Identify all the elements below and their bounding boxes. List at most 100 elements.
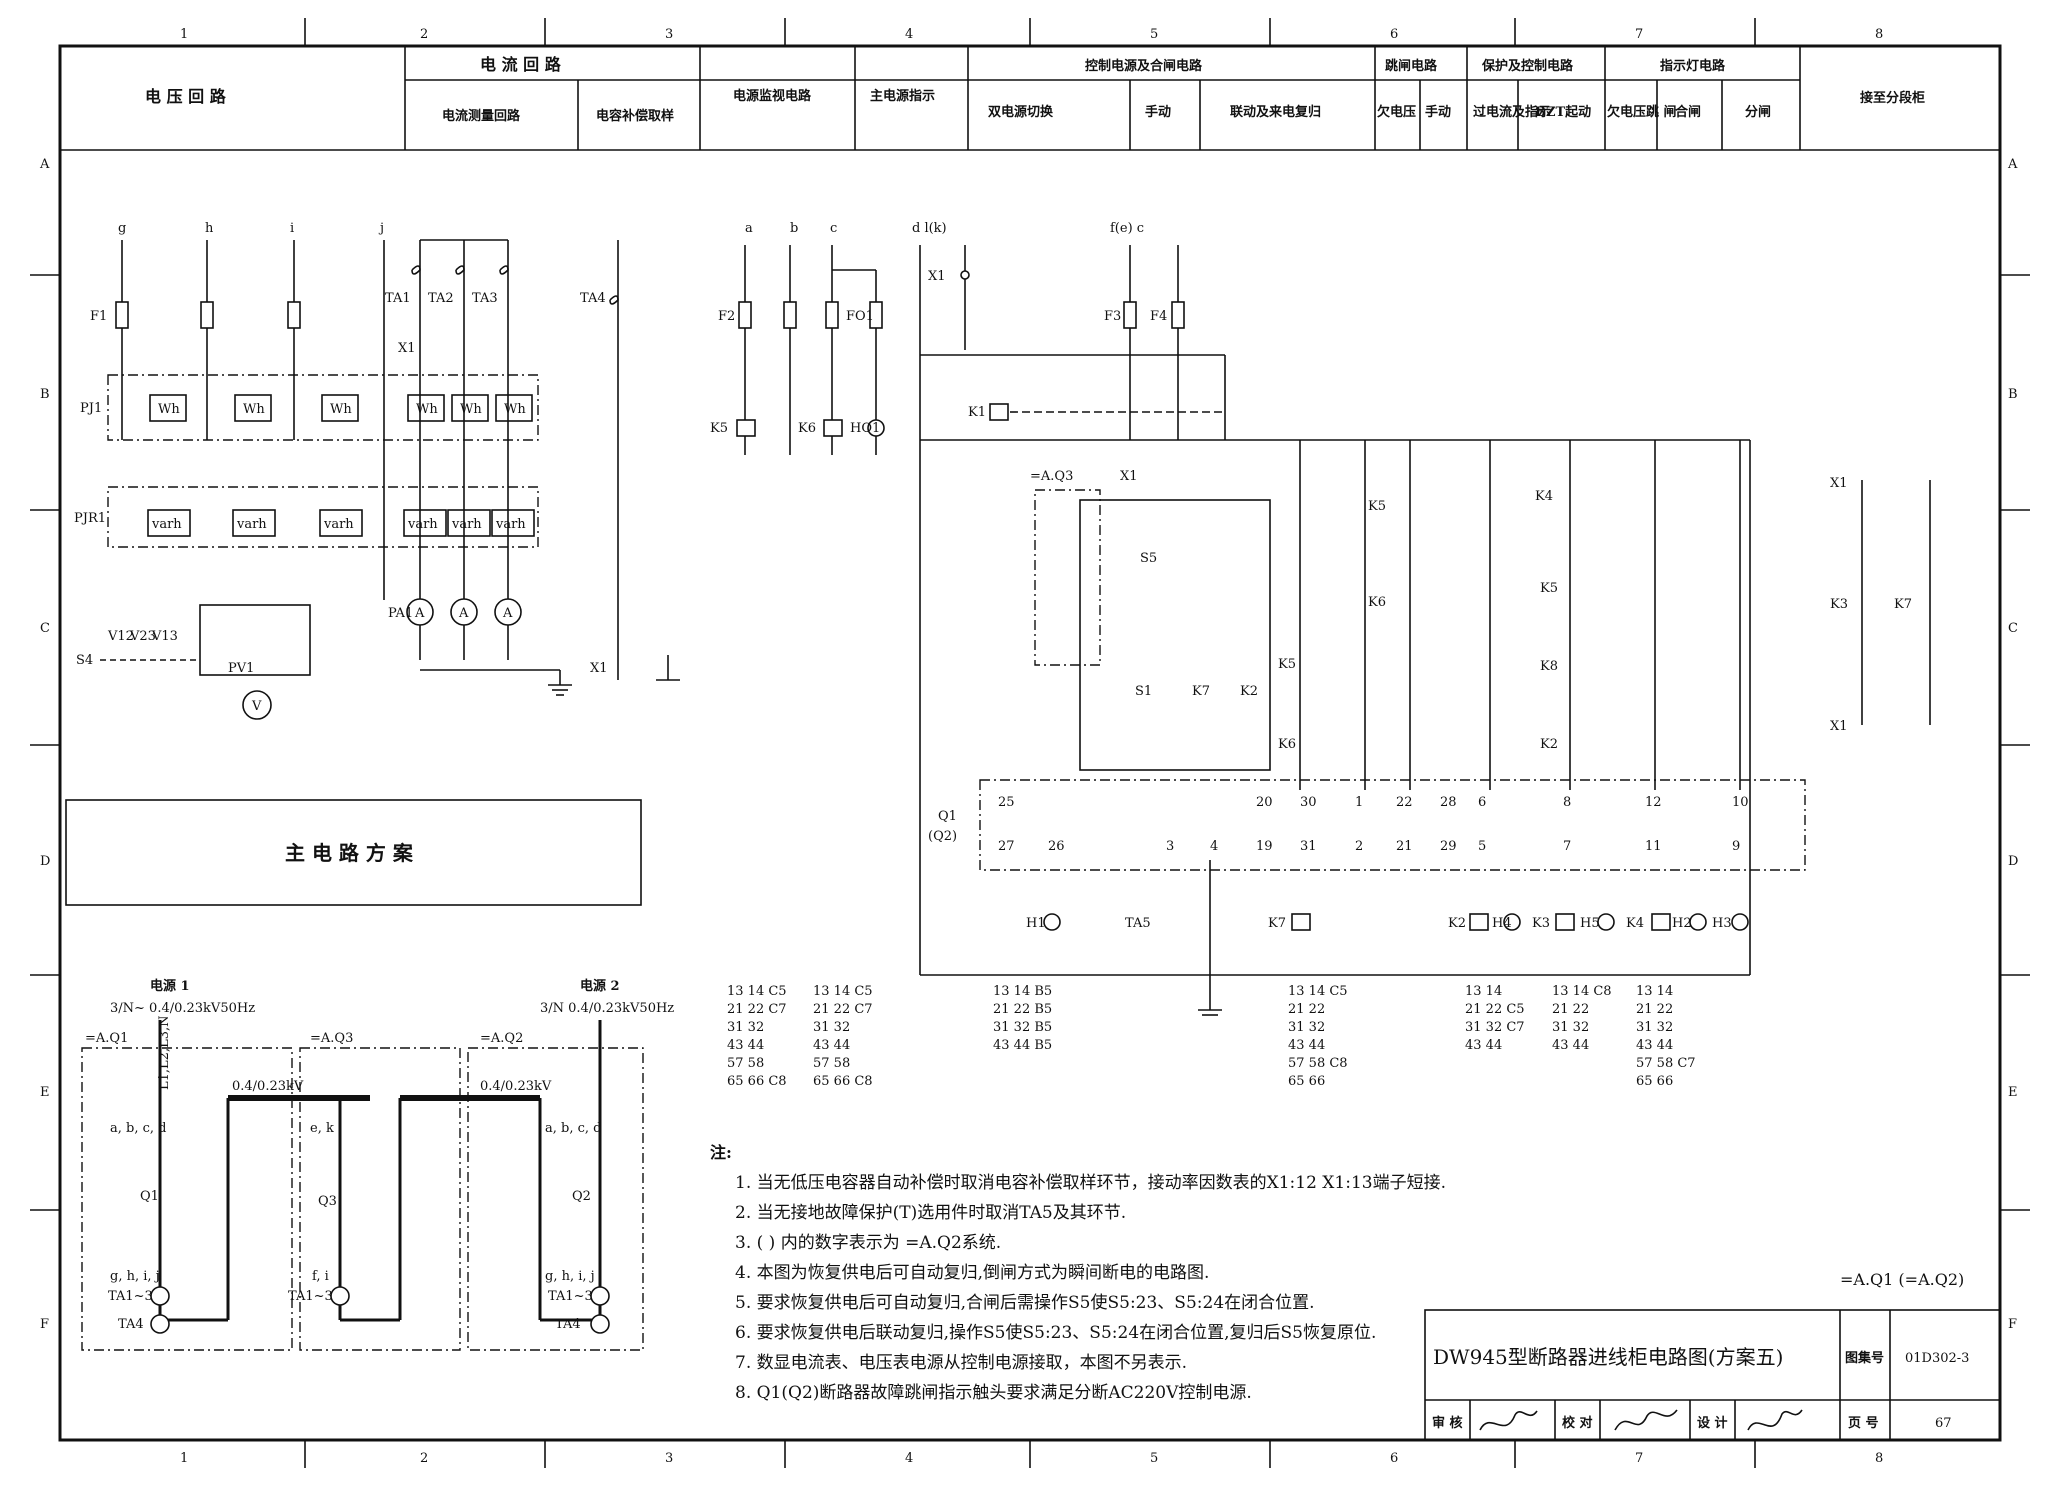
k8-protect-label: K8 bbox=[1540, 659, 1558, 674]
abcd-label-2: a, b, c, d bbox=[545, 1121, 601, 1136]
note-7: 7. 数显电流表、电压表电源从控制电源接取，本图不另表示. bbox=[735, 1353, 1187, 1373]
svg-text:43 44: 43 44 bbox=[727, 1038, 764, 1053]
col-label-4-bottom: 4 bbox=[905, 1451, 913, 1466]
term-top-30: 30 bbox=[1300, 795, 1317, 810]
row-label-e: E bbox=[40, 1085, 50, 1100]
ta3-label: TA3 bbox=[472, 291, 498, 306]
col-fec: f(e) c bbox=[1110, 221, 1144, 236]
term-top-25: 25 bbox=[998, 795, 1015, 810]
row-label-b-right: B bbox=[2008, 387, 2018, 402]
atlas-number: 01D302-3 bbox=[1905, 1351, 1969, 1366]
header-bzt: BZT起动 bbox=[1535, 104, 1591, 120]
header-protect-control: 保护及控制电路 bbox=[1481, 58, 1574, 74]
f2-label: F2 bbox=[718, 309, 735, 324]
row-label-e-right: E bbox=[2008, 1085, 2018, 1100]
pv1-label: PV1 bbox=[228, 661, 254, 676]
voltmeter: V bbox=[251, 699, 262, 714]
k4-coil-label: K4 bbox=[1626, 916, 1644, 931]
fo1-label: FO1 bbox=[846, 309, 874, 324]
svg-text:31 32 B5: 31 32 B5 bbox=[993, 1020, 1052, 1035]
title-block: =A.Q1 (=A.Q2) DW945型断路器进线柜电路图(方案五) 图集号 0… bbox=[1424, 1270, 2001, 1441]
header-opening: 分闸 bbox=[1745, 104, 1771, 120]
pjr1-group bbox=[107, 486, 539, 548]
ho1-label: HO1 bbox=[850, 421, 880, 436]
term-bot-9: 9 bbox=[1732, 839, 1740, 854]
zone-columns-top: 1 2 3 4 5 6 7 8 bbox=[180, 18, 1883, 46]
col-label-2-bottom: 2 bbox=[420, 1451, 428, 1466]
svg-text:57 58 C7: 57 58 C7 bbox=[1636, 1056, 1696, 1071]
bus-right-label: 0.4/0.23kV bbox=[480, 1079, 552, 1094]
notes-head: 注: bbox=[710, 1143, 732, 1162]
wh-meter-6: Wh bbox=[504, 402, 526, 417]
fuse-f1 bbox=[115, 301, 129, 329]
contact-table-5: 13 14 21 22 C5 31 32 C7 43 44 bbox=[1465, 984, 1525, 1053]
main-circuit-title: 主 电 路 方 案 bbox=[285, 841, 414, 865]
wh-meter-1: Wh bbox=[158, 402, 180, 417]
bus-left-label: 0.4/0.23kV bbox=[232, 1079, 304, 1094]
svg-text:13 14 C8: 13 14 C8 bbox=[1552, 984, 1612, 999]
ta2-label: TA2 bbox=[428, 291, 454, 306]
svg-text:13 14 C5: 13 14 C5 bbox=[727, 984, 787, 999]
contact-table-6: 13 14 C8 21 22 31 32 43 44 bbox=[1552, 984, 1612, 1053]
term-top-10: 10 bbox=[1732, 795, 1749, 810]
col-label-6: 6 bbox=[1390, 27, 1398, 42]
note-3: 3. ( ) 内的数字表示为 =A.Q2系统. bbox=[735, 1233, 1001, 1253]
row-label-c: C bbox=[40, 621, 50, 636]
fuse-f3 bbox=[1123, 301, 1137, 329]
wh-meter-5: Wh bbox=[460, 402, 482, 417]
term-bot-21: 21 bbox=[1396, 839, 1413, 854]
aq2-label: =A.Q2 bbox=[480, 1031, 523, 1046]
row-label-a-right: A bbox=[2007, 157, 2018, 172]
header-manual-2: 手动 bbox=[1425, 104, 1451, 120]
note-8: 8. Q1(Q2)断路器故障跳闸指示触头要求满足分断AC220V控制电源. bbox=[735, 1383, 1252, 1403]
phase-h: h bbox=[205, 221, 214, 236]
x1-dlk: X1 bbox=[928, 269, 946, 284]
col-label-3: 3 bbox=[665, 27, 673, 42]
relay-k2-coil bbox=[1469, 913, 1489, 931]
note-2: 2. 当无接地故障保护(T)选用件时取消TA5及其环节. bbox=[735, 1203, 1126, 1223]
relay-k5-coil bbox=[736, 419, 756, 437]
main-circuit-box bbox=[65, 799, 642, 906]
col-label-1-bottom: 1 bbox=[180, 1451, 188, 1466]
term-bot-26: 26 bbox=[1048, 839, 1065, 854]
svg-text:31 32 C7: 31 32 C7 bbox=[1465, 1020, 1525, 1035]
pj1-group bbox=[107, 374, 539, 441]
page-label: 页 号 bbox=[1848, 1416, 1879, 1431]
col-label-8-bottom: 8 bbox=[1875, 1451, 1883, 1466]
drawing-title: DW945型断路器进线柜电路图(方案五) bbox=[1433, 1345, 1783, 1369]
k7-coil-label: K7 bbox=[1268, 916, 1286, 931]
col-label-1: 1 bbox=[180, 27, 188, 42]
q1-label-ctrl: Q1 bbox=[938, 809, 957, 824]
svg-text:21 22 C7: 21 22 C7 bbox=[813, 1002, 873, 1017]
term-top-6: 6 bbox=[1478, 795, 1486, 810]
header-undervoltage-trip: 欠电压跳 闸 bbox=[1607, 104, 1677, 120]
svg-text:65 66 C8: 65 66 C8 bbox=[813, 1074, 873, 1089]
ta4-label-1: TA4 bbox=[118, 1317, 144, 1332]
metering-section: g h i j F1 PJ1 PJR1 Wh Wh Wh Wh Wh Wh va… bbox=[74, 221, 680, 720]
row-label-a: A bbox=[39, 157, 50, 172]
col-label-5-bottom: 5 bbox=[1150, 1451, 1158, 1466]
header-undervoltage: 欠电压 bbox=[1377, 104, 1416, 120]
wh-meter-3: Wh bbox=[330, 402, 352, 417]
signature-design bbox=[1747, 1409, 1803, 1431]
v13-label: V13 bbox=[151, 629, 178, 644]
h1-label: H1 bbox=[1026, 916, 1046, 931]
s5-label: S5 bbox=[1140, 551, 1157, 566]
term-bot-7: 7 bbox=[1563, 839, 1571, 854]
svg-text:21 22: 21 22 bbox=[1288, 1002, 1325, 1017]
header-indicator: 指示灯电路 bbox=[1660, 58, 1726, 74]
k5-contact-label: K5 bbox=[1278, 657, 1296, 672]
source1-label: 电源 1 bbox=[150, 978, 190, 994]
x1-section-b: X1 bbox=[1830, 719, 1848, 734]
aq3-ref: =A.Q3 bbox=[1030, 469, 1073, 484]
varh-meter-3: varh bbox=[323, 517, 354, 532]
source1-spec: 3/N~ 0.4/0.23kV50Hz bbox=[110, 1001, 255, 1016]
svg-text:43 44: 43 44 bbox=[1465, 1038, 1502, 1053]
relay-k1-coil bbox=[989, 403, 1009, 421]
fuse-f4 bbox=[1171, 301, 1185, 329]
q3-label: Q3 bbox=[318, 1194, 337, 1209]
term-bot-4: 4 bbox=[1210, 839, 1218, 854]
ta4-label: TA4 bbox=[580, 291, 606, 306]
term-bot-5: 5 bbox=[1478, 839, 1486, 854]
